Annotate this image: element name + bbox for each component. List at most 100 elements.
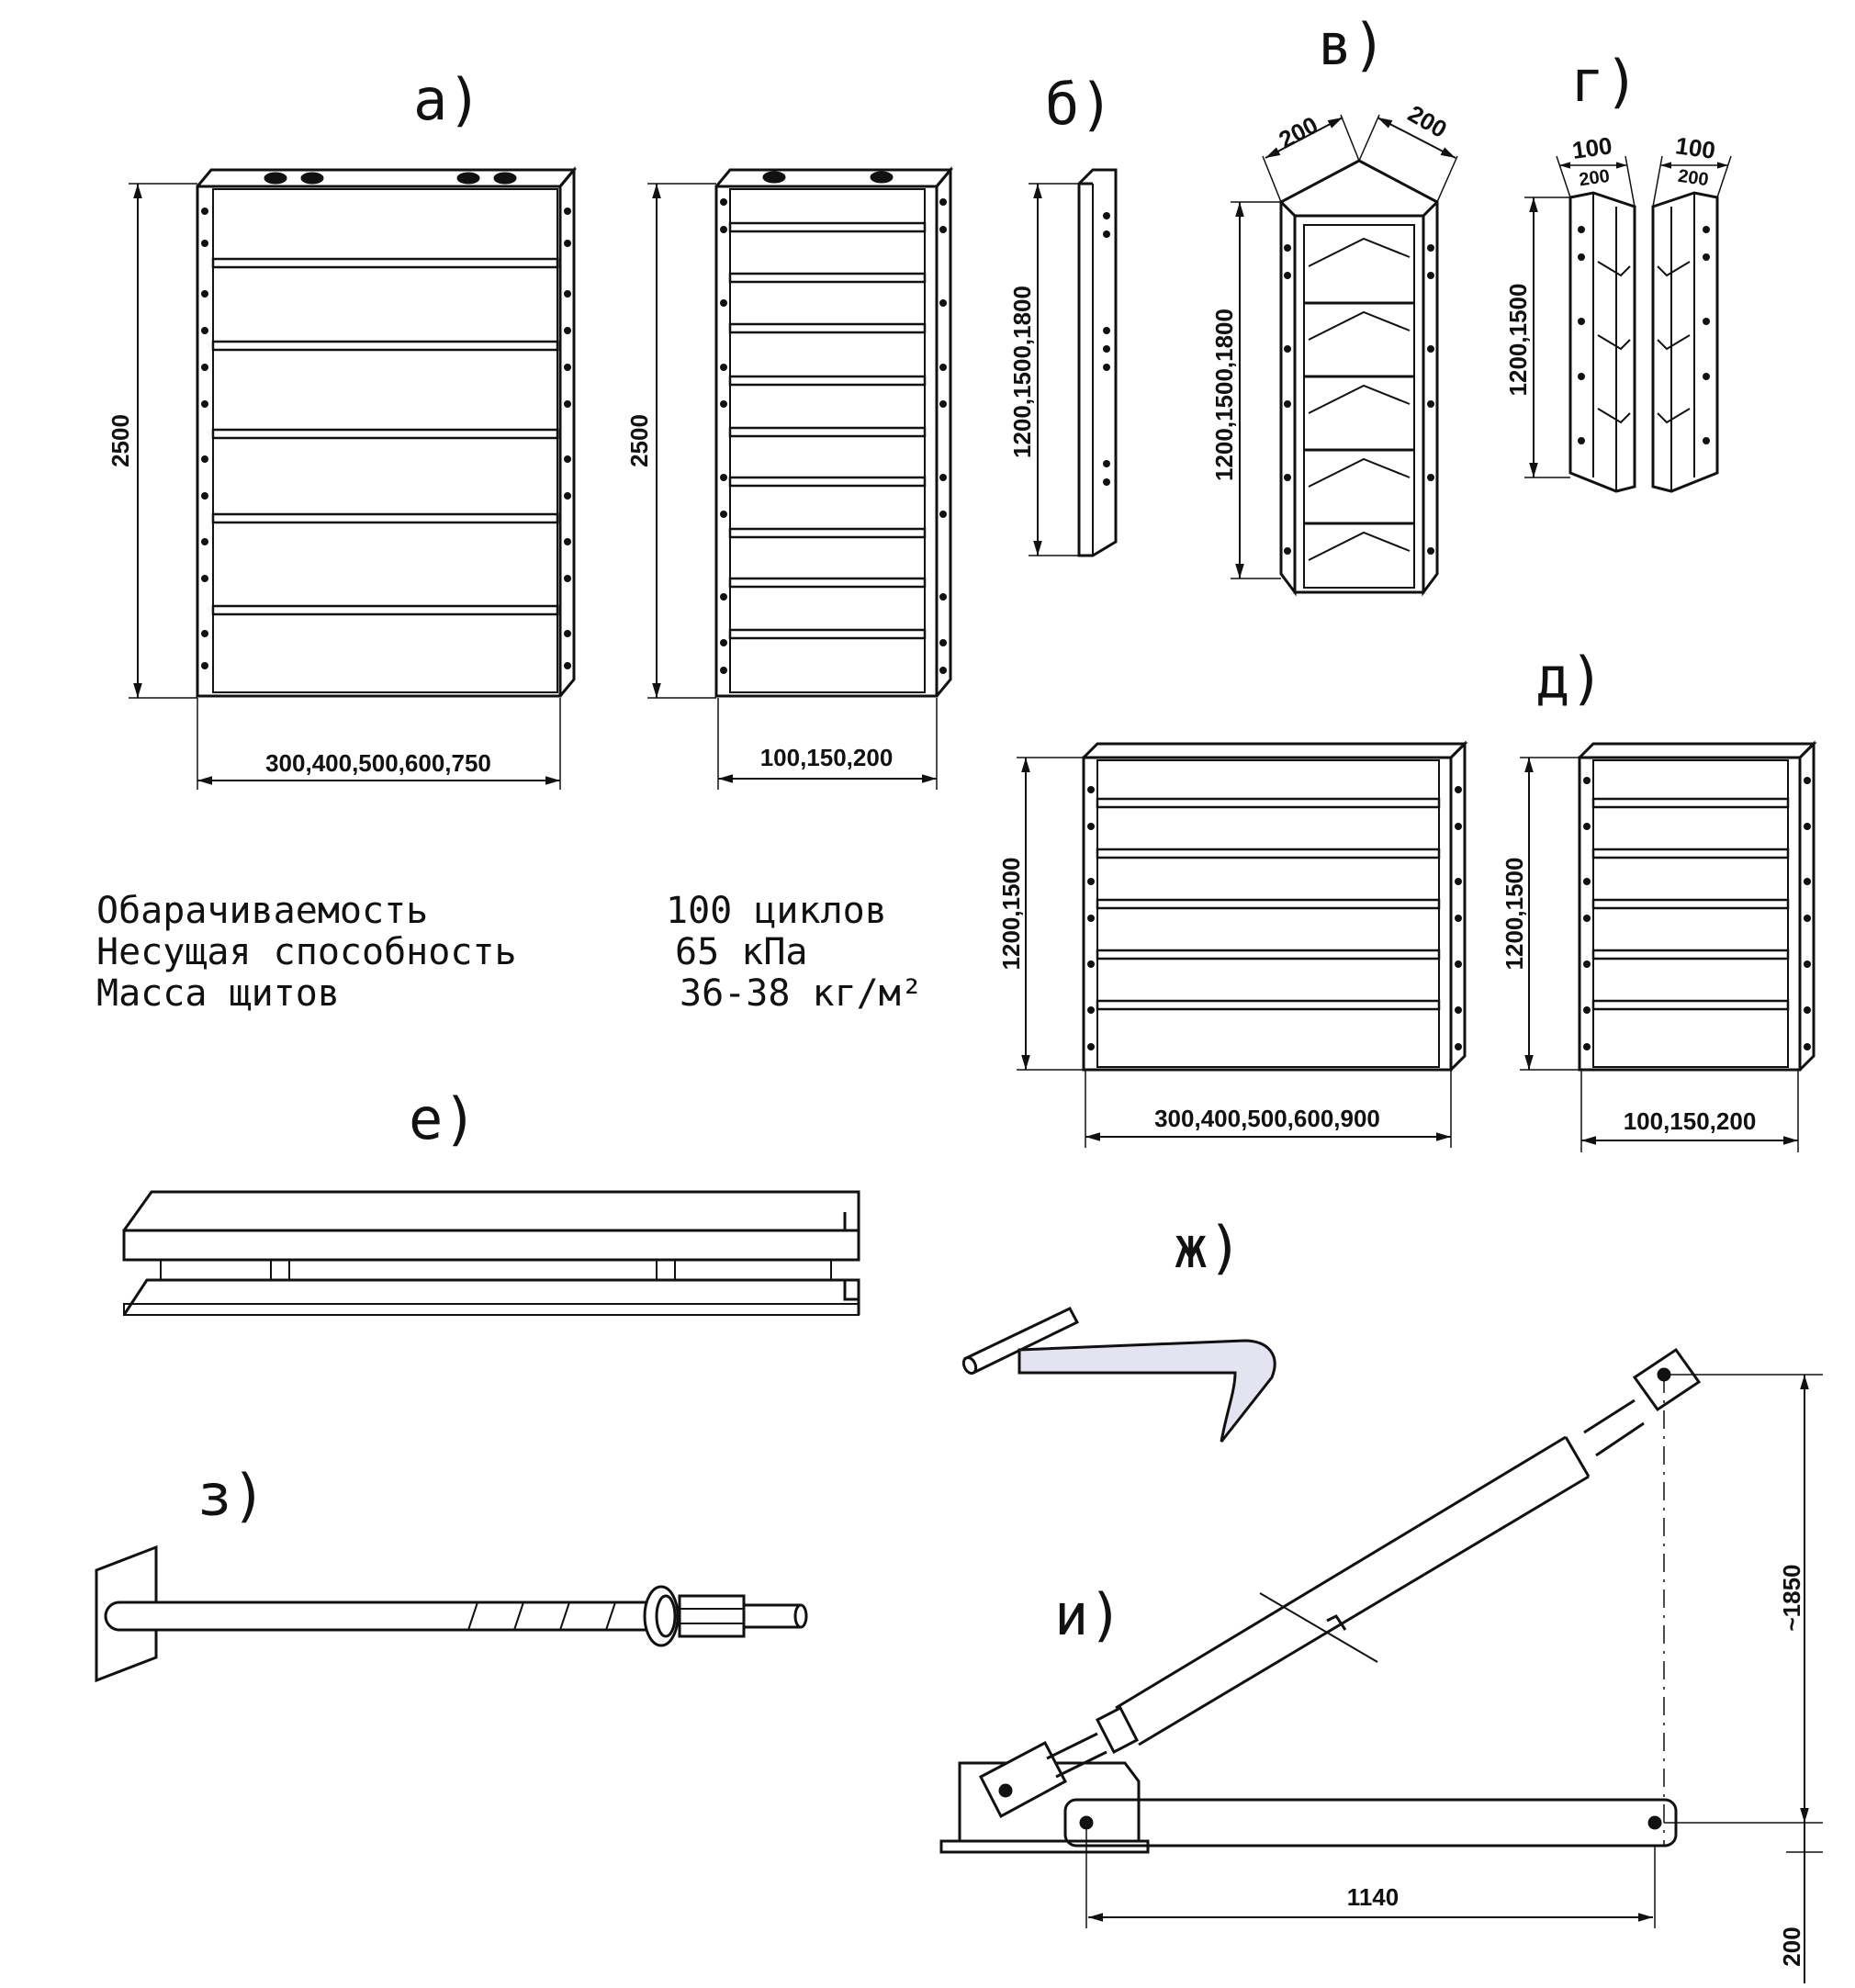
panel-rib — [211, 340, 559, 352]
bolt-hole — [1583, 960, 1591, 968]
bolt-hole — [939, 226, 947, 233]
panel-rib — [728, 476, 927, 488]
dimension-a-height-small: 2500 — [625, 183, 716, 699]
bolt-hole — [1804, 878, 1811, 885]
bolt-hole — [1583, 777, 1591, 784]
panel-rib — [728, 221, 927, 233]
panel-rib — [1591, 848, 1790, 859]
bolt-hole — [201, 575, 208, 582]
panel-rib — [211, 428, 559, 440]
dim-v-side-2-text: 200 — [1403, 99, 1452, 143]
dimension-v-sides: 200 200 — [1262, 99, 1458, 203]
bolt-hole — [1087, 1006, 1095, 1014]
bolt-hole — [564, 364, 571, 371]
dimension-d-height-small: 1200,1500 — [1501, 757, 1580, 1071]
bolt-hole — [1804, 777, 1811, 784]
panel-rib — [211, 604, 559, 616]
dim-v-side-1-text: 200 — [1275, 111, 1322, 154]
spec-3-value: 36-38 кг/м² — [680, 972, 923, 1015]
bolt-hole — [939, 639, 947, 646]
panel-d-small-ribs — [1583, 777, 1811, 1050]
bolt-hole — [1455, 878, 1462, 885]
inner-corner-v — [1279, 159, 1439, 597]
dimension-b-height: 1200,1500,1800 — [1008, 183, 1079, 556]
dim-v-height-text: 1200,1500,1800 — [1210, 309, 1238, 481]
bolt-hole — [201, 208, 208, 215]
bolt-hole — [1455, 915, 1462, 922]
bolt-hole — [201, 630, 208, 637]
bolt-hole — [1583, 1006, 1591, 1014]
panel-rib — [1591, 898, 1790, 910]
bolt-hole — [939, 400, 947, 408]
bolt-hole — [564, 400, 571, 408]
bolt-hole — [720, 226, 727, 233]
bolt-hole — [720, 593, 727, 601]
panel-rib — [728, 577, 927, 589]
panel-rib — [1096, 797, 1441, 809]
panel-a-large — [196, 165, 578, 698]
dim-i-base-text: 200 — [1778, 1926, 1805, 1966]
dimension-a-height: 2500 — [107, 183, 197, 699]
dimension-v-height: 1200,1500,1800 — [1210, 201, 1281, 579]
bolt-hole — [720, 299, 727, 307]
panel-d-large-ribs — [1087, 786, 1462, 1050]
dim-g-left-top-text: 100 — [1570, 131, 1613, 164]
bolt-hole — [564, 240, 571, 247]
bolt-hole — [939, 593, 947, 601]
bolt-hole — [564, 327, 571, 334]
bolt-hole — [1804, 960, 1811, 968]
dim-g-right-top-text: 100 — [1674, 131, 1717, 164]
panel-rib — [728, 272, 927, 284]
label-a: а) — [413, 66, 482, 133]
bolt-hole — [564, 630, 571, 637]
bolt-hole — [939, 511, 947, 518]
panel-a-small — [714, 165, 954, 698]
bolt-hole — [1087, 823, 1095, 830]
bolt-hole — [1583, 1043, 1591, 1050]
bolt-hole — [720, 198, 727, 206]
corner-profile-b — [1077, 168, 1118, 557]
panel-rib — [1591, 999, 1790, 1011]
outer-corner-g — [1568, 191, 1719, 493]
dim-i-height-text: ~1850 — [1778, 1564, 1805, 1631]
label-b: б) — [1045, 71, 1114, 138]
panel-rib — [1096, 898, 1441, 910]
bolt-hole — [201, 290, 208, 298]
bolt-hole — [720, 667, 727, 674]
spec-2-name: Несущая способность — [96, 931, 517, 973]
dim-g-left-bottom-text: 200 — [1578, 166, 1611, 190]
panel-d-small — [1578, 740, 1817, 1072]
bolt-hole — [1087, 786, 1095, 793]
bolt-hole — [1455, 1043, 1462, 1050]
bolt-hole — [1804, 823, 1811, 830]
bolt-hole — [720, 474, 727, 481]
bolt-hole — [564, 662, 571, 669]
dim-b-height-text: 1200,1500,1800 — [1008, 286, 1036, 458]
dim-a-width-large-text: 300,400,500,600,750 — [265, 749, 491, 777]
dimension-d-width-large: 300,400,500,600,900 — [1085, 1070, 1452, 1148]
bolt-hole — [564, 290, 571, 298]
bolt-hole — [1804, 1043, 1811, 1050]
bolt-hole — [1583, 823, 1591, 830]
bolt-hole — [201, 455, 208, 463]
bolt-hole — [1087, 960, 1095, 968]
dim-a-width-small-text: 100,150,200 — [760, 744, 894, 771]
bolt-hole — [1804, 1006, 1811, 1014]
bolt-hole — [1087, 915, 1095, 922]
hook-zh — [961, 1307, 1276, 1443]
bolt-hole — [939, 667, 947, 674]
label-g: г) — [1570, 48, 1639, 115]
bolt-hole — [939, 299, 947, 307]
tie-rod-z — [95, 1544, 808, 1683]
label-zh: ж) — [1174, 1214, 1242, 1281]
dim-g-height-text: 1200,1500 — [1504, 284, 1532, 397]
spec-1-value: 100 циклов — [666, 890, 887, 932]
panel-rib — [728, 375, 927, 387]
bolt-hole — [201, 400, 208, 408]
bolt-hole — [1455, 1006, 1462, 1014]
panel-rib — [1096, 949, 1441, 960]
specs-table: Обарачиваемость 100 циклов Несущая спосо… — [96, 890, 923, 1015]
bolt-hole — [720, 364, 727, 371]
bolt-hole — [1804, 915, 1811, 922]
